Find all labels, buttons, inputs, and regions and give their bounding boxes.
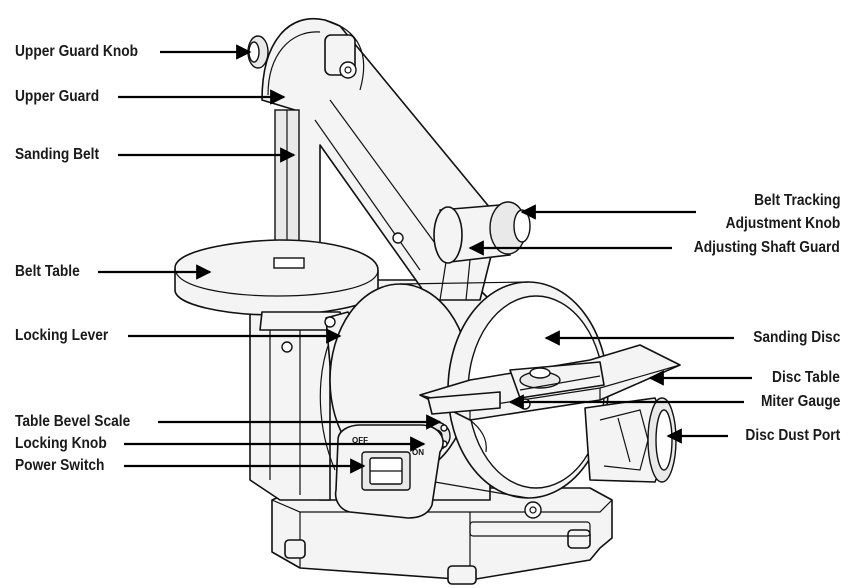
label-locking-knob: Locking Knob: [15, 435, 107, 452]
label-disc-dust-port: Disc Dust Port: [745, 427, 840, 444]
leader-arrows: [98, 44, 752, 474]
label-sanding-belt: Sanding Belt: [15, 146, 100, 163]
label-power-switch: Power Switch: [15, 457, 105, 474]
switch-on-mark: ON: [412, 448, 424, 457]
label-disc-table: Disc Table: [772, 369, 840, 386]
upper-guard-knob-part: [247, 35, 269, 69]
label-belt-table: Belt Table: [15, 263, 80, 280]
table-bevel-scale-part: [427, 391, 501, 453]
power-switch-part: OFF ON: [334, 424, 444, 519]
label-locking-lever: Locking Lever: [15, 327, 109, 344]
disc-dust-port-part: [584, 397, 677, 483]
belt-table-part: [174, 239, 379, 331]
label-table-bevel-scale: Table Bevel Scale: [15, 413, 131, 430]
label-miter-gauge: Miter Gauge: [760, 393, 840, 410]
label-adjusting-shaft-guard: Adjusting Shaft Guard: [693, 239, 840, 256]
label-sanding-disc: Sanding Disc: [752, 329, 840, 346]
label-adjustment-knob: Adjustment Knob: [725, 215, 840, 232]
miter-gauge-part: [509, 361, 605, 410]
label-upper-guard-knob: Upper Guard Knob: [15, 43, 139, 60]
label-upper-guard: Upper Guard: [15, 88, 100, 105]
label-belt-tracking: Belt Tracking: [753, 192, 840, 209]
switch-off-mark: OFF: [352, 436, 368, 445]
machine-base: [271, 487, 613, 585]
